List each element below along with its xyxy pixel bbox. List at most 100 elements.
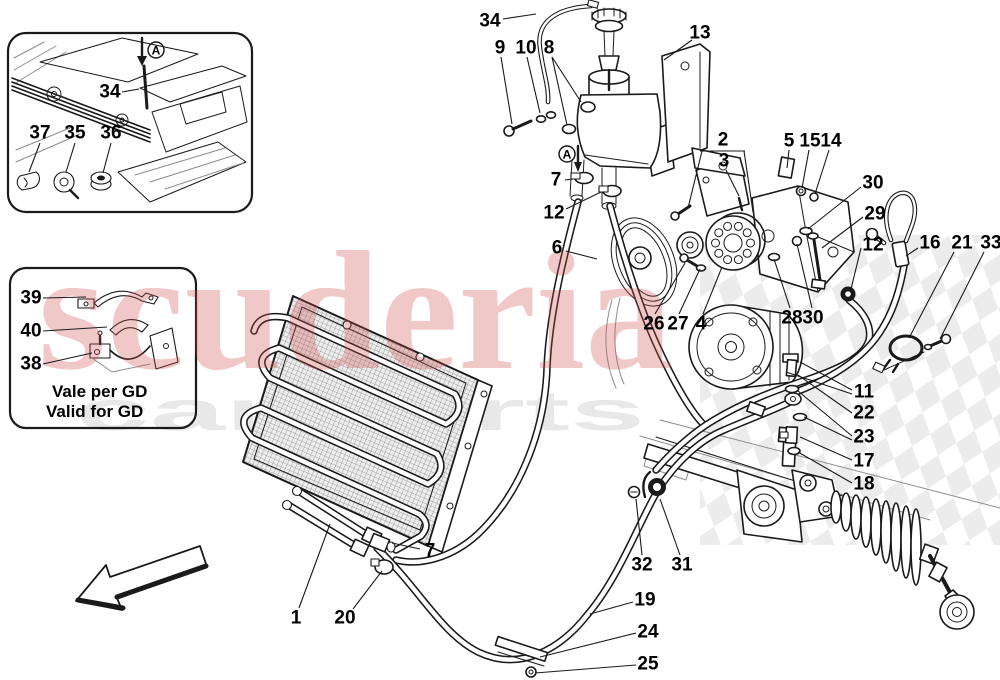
callout-12: 12: [862, 235, 883, 256]
callout-13: 13: [689, 23, 710, 44]
leader-line-38: [42, 352, 93, 365]
leader-line-21: [908, 251, 955, 339]
reservoir-cap: [591, 7, 627, 92]
clip-37-icon: [16, 171, 41, 191]
washer-30a: [799, 226, 813, 236]
leader-line-18: [797, 451, 853, 484]
note-english: Valid for GD: [46, 402, 143, 421]
callout-3: 3: [719, 151, 730, 172]
leader-line-16: [905, 247, 919, 257]
leader-line-7: [564, 178, 574, 181]
leader-line-11: [799, 361, 853, 391]
leader-line-33: [939, 251, 985, 340]
clamp-21: [872, 334, 925, 374]
callout-19: 19: [634, 590, 655, 611]
leader-line-34: [121, 88, 140, 93]
washer-27: [695, 264, 707, 272]
clamp-8b: [561, 123, 577, 135]
bolt-25: [525, 666, 537, 678]
callout-40: 40: [20, 321, 41, 342]
bolt-26: [679, 253, 689, 263]
callout-7: 7: [551, 170, 562, 191]
leader-line-37: [28, 142, 41, 173]
leader-line-23: [797, 390, 853, 437]
inset-underbody: [6, 31, 254, 214]
tie-rod-end: [918, 543, 975, 630]
leader-line-27: [678, 268, 701, 315]
note-italian: Vale per GD: [52, 382, 147, 401]
callout-15: 15: [799, 131, 821, 152]
section-marker-label: A: [563, 148, 572, 162]
leader-line-28: [773, 258, 791, 309]
callout-29: 29: [864, 204, 885, 225]
leader-line-7: [391, 542, 421, 550]
section-marker-circle: [558, 145, 576, 163]
bush-40-icon: [109, 319, 149, 336]
callout-37: 37: [29, 123, 50, 144]
reservoir-bracket-13: [661, 43, 746, 177]
rack-bellows: [830, 490, 922, 586]
plug-14: [809, 192, 819, 202]
section-marker-circle: [147, 41, 165, 59]
leader-line-36: [102, 142, 112, 174]
washer-10a: [535, 115, 547, 124]
callout-5: 5: [784, 131, 795, 152]
pump-pulley-disc: [705, 212, 766, 271]
washer-18: [787, 446, 801, 456]
callout-4: 4: [696, 314, 707, 335]
callout-18: 18: [853, 474, 874, 495]
leader-line-11: [785, 371, 853, 395]
leader-line-5: [786, 149, 790, 169]
leader-line-15: [801, 149, 810, 189]
callout-6: 6: [552, 238, 563, 259]
grommet-36-icon: [90, 171, 112, 191]
callout-30: 30: [802, 308, 823, 329]
callout-8: 8: [544, 38, 555, 59]
fitting-5: [777, 156, 796, 179]
callout-28: 28: [781, 308, 802, 329]
leader-line-8: [551, 56, 582, 103]
leader-line-8: [551, 56, 568, 126]
hydraulic-hoses: [373, 3, 918, 664]
leader-line-26: [654, 262, 686, 315]
leader-line-20: [352, 570, 383, 610]
callout-21: 21: [951, 233, 973, 254]
bracket-38-icon: [89, 327, 179, 373]
callout-14: 14: [820, 131, 842, 152]
callout-36: 36: [100, 123, 121, 144]
leader-line-12: [565, 191, 602, 210]
leader-line-19: [589, 601, 634, 615]
callout-27: 27: [667, 314, 688, 335]
callout-25: 25: [637, 654, 659, 675]
bolt-2: [670, 211, 680, 221]
pin-34: [142, 64, 149, 110]
fitting-7b: [368, 532, 396, 553]
leader-line-9: [500, 56, 513, 125]
leader-line-3: [725, 169, 740, 197]
callout-24: 24: [637, 622, 659, 643]
leader-line-24: [539, 632, 637, 658]
bolt-33: [923, 333, 952, 351]
washer-10b: [545, 111, 557, 120]
callout-20: 20: [334, 608, 355, 629]
callout-2: 2: [718, 130, 729, 151]
leader-line-6: [565, 250, 598, 260]
leader-line-2: [687, 150, 703, 209]
leader-line-40: [42, 326, 108, 332]
leader-line-34: [502, 13, 537, 20]
leader-line-14: [814, 149, 830, 195]
clip-24: [494, 635, 549, 667]
section-marker-label: A: [152, 44, 161, 58]
nut-15: [795, 185, 807, 197]
leader-line-22: [797, 374, 853, 414]
fitting-16-end: [865, 227, 879, 241]
belt-pulleys: [610, 217, 678, 307]
leader-line-1: [298, 523, 331, 609]
fluid-reservoir: [569, 7, 746, 210]
callout-39: 39: [20, 288, 41, 309]
leader-line-30: [807, 186, 862, 230]
callout-1: 1: [291, 608, 302, 629]
leader-line-13: [663, 39, 693, 61]
